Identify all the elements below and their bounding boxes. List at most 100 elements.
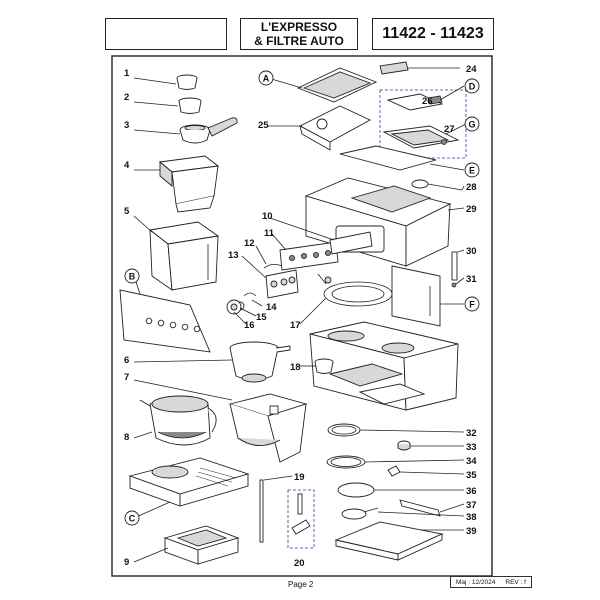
part-30-tube: [451, 251, 458, 281]
letter-E: E: [464, 162, 480, 178]
part-31-screw: [451, 282, 457, 288]
callout-1: 1: [124, 68, 130, 79]
callout-4: 4: [124, 160, 130, 171]
header-empty-box: [105, 18, 227, 50]
part-9-drip-tray: [163, 525, 240, 565]
part-12-wire: [263, 264, 283, 269]
part-38-valve: [341, 507, 379, 520]
part-C-drip-base: [128, 457, 250, 507]
callout-27: 27: [444, 124, 455, 135]
callout-18: 18: [290, 362, 301, 373]
letter-C-text: C: [129, 514, 136, 524]
callout-38: 38: [466, 512, 477, 523]
callout-13: 13: [228, 250, 239, 261]
title-line-2: & FILTRE AUTO: [254, 34, 344, 48]
part-39-base-plate: [334, 521, 444, 561]
document-title: L'EXPRESSO & FILTRE AUTO: [240, 18, 358, 50]
callout-5: 5: [124, 206, 130, 217]
title-line-1: L'EXPRESSO: [260, 20, 338, 34]
letter-A-text: A: [263, 74, 270, 84]
callout-26: 26: [422, 96, 433, 107]
part-36-disc: [337, 482, 375, 498]
letter-B-text: B: [129, 272, 136, 282]
callout-12: 12: [244, 238, 255, 249]
callout-14: 14: [266, 302, 277, 313]
callout-39: 39: [466, 526, 477, 537]
letter-C: C: [124, 510, 140, 526]
part-32-gasket: [327, 423, 361, 437]
part-37-handle: [399, 499, 441, 517]
part-34-ring: [326, 455, 366, 469]
callout-35: 35: [466, 470, 477, 481]
callout-7: 7: [124, 372, 129, 383]
model-number: 11422 - 11423: [372, 18, 494, 50]
page-number: Page 2: [288, 580, 314, 589]
letter-E-text: E: [469, 166, 475, 176]
callout-6: 6: [124, 355, 129, 366]
part-20-tube-kit: [287, 489, 315, 549]
callout-32: 32: [466, 428, 477, 439]
part-4-tank-block: [158, 155, 220, 213]
part-1-filter-small: [176, 74, 198, 90]
callout-25: 25: [258, 120, 269, 131]
part-24-hinge: [379, 61, 409, 75]
part-35-clip: [387, 465, 401, 477]
revision-box: Maj : 12/2024 REV : f: [450, 576, 532, 588]
part-3-portafilter: [179, 117, 238, 144]
letter-G: G: [464, 116, 480, 132]
letter-G-text: G: [468, 120, 475, 130]
callout-15: 15: [256, 312, 267, 323]
part-10-valve: [329, 231, 373, 255]
letter-B: B: [124, 268, 140, 284]
part-19-rod: [259, 479, 264, 543]
callout-28: 28: [466, 182, 477, 193]
callout-9: 9: [124, 557, 129, 568]
letter-F: F: [464, 296, 480, 312]
callout-30: 30: [466, 246, 477, 257]
revision-code: REV : f: [505, 578, 526, 586]
diagram-frame: [111, 55, 493, 577]
callout-8: 8: [124, 432, 129, 443]
callout-24: 24: [466, 64, 477, 75]
callout-29: 29: [466, 204, 477, 215]
part-8-carafe: [139, 395, 217, 446]
letter-D: D: [464, 78, 480, 94]
part-B-front-panel: [119, 289, 211, 353]
callout-11: 11: [264, 228, 275, 239]
part-A-top-plate: [296, 67, 378, 103]
part-E-plate: [339, 145, 437, 171]
callout-37: 37: [466, 500, 477, 511]
letter-F-text: F: [469, 300, 475, 310]
part-2-filter-large: [178, 97, 202, 114]
part-5-water-tank: [148, 221, 220, 291]
callout-20: 20: [294, 558, 305, 569]
letter-A: A: [258, 70, 274, 86]
callout-19: 19: [294, 472, 305, 483]
part-6-filter-basket: [229, 341, 291, 383]
part-25-shower: [299, 105, 371, 151]
part-11-control-board: [279, 241, 339, 271]
part-14-switch: [243, 292, 257, 297]
callout-16: 16: [244, 320, 255, 331]
part-7-filter-holder: [228, 393, 308, 463]
callout-36: 36: [466, 486, 477, 497]
part-13-switch-block: [265, 269, 299, 299]
callout-10: 10: [262, 211, 273, 222]
callout-34: 34: [466, 456, 477, 467]
part-main-body: [309, 321, 459, 411]
part-F-back-panel: [391, 265, 441, 327]
callout-3: 3: [124, 120, 129, 131]
part-28-measuring-spoon: [411, 179, 463, 191]
part-17-heating-element: [317, 273, 393, 307]
callout-33: 33: [466, 442, 477, 453]
callout-17: 17: [290, 320, 301, 331]
part-18-bushing: [314, 358, 334, 374]
part-33-nut: [397, 440, 411, 451]
revision-date: Maj : 12/2024: [456, 578, 496, 586]
letter-D-text: D: [469, 82, 476, 92]
callout-2: 2: [124, 92, 129, 103]
part-16-dial: [226, 299, 242, 315]
callout-31: 31: [466, 274, 477, 285]
part-group-D-G: [379, 89, 467, 159]
